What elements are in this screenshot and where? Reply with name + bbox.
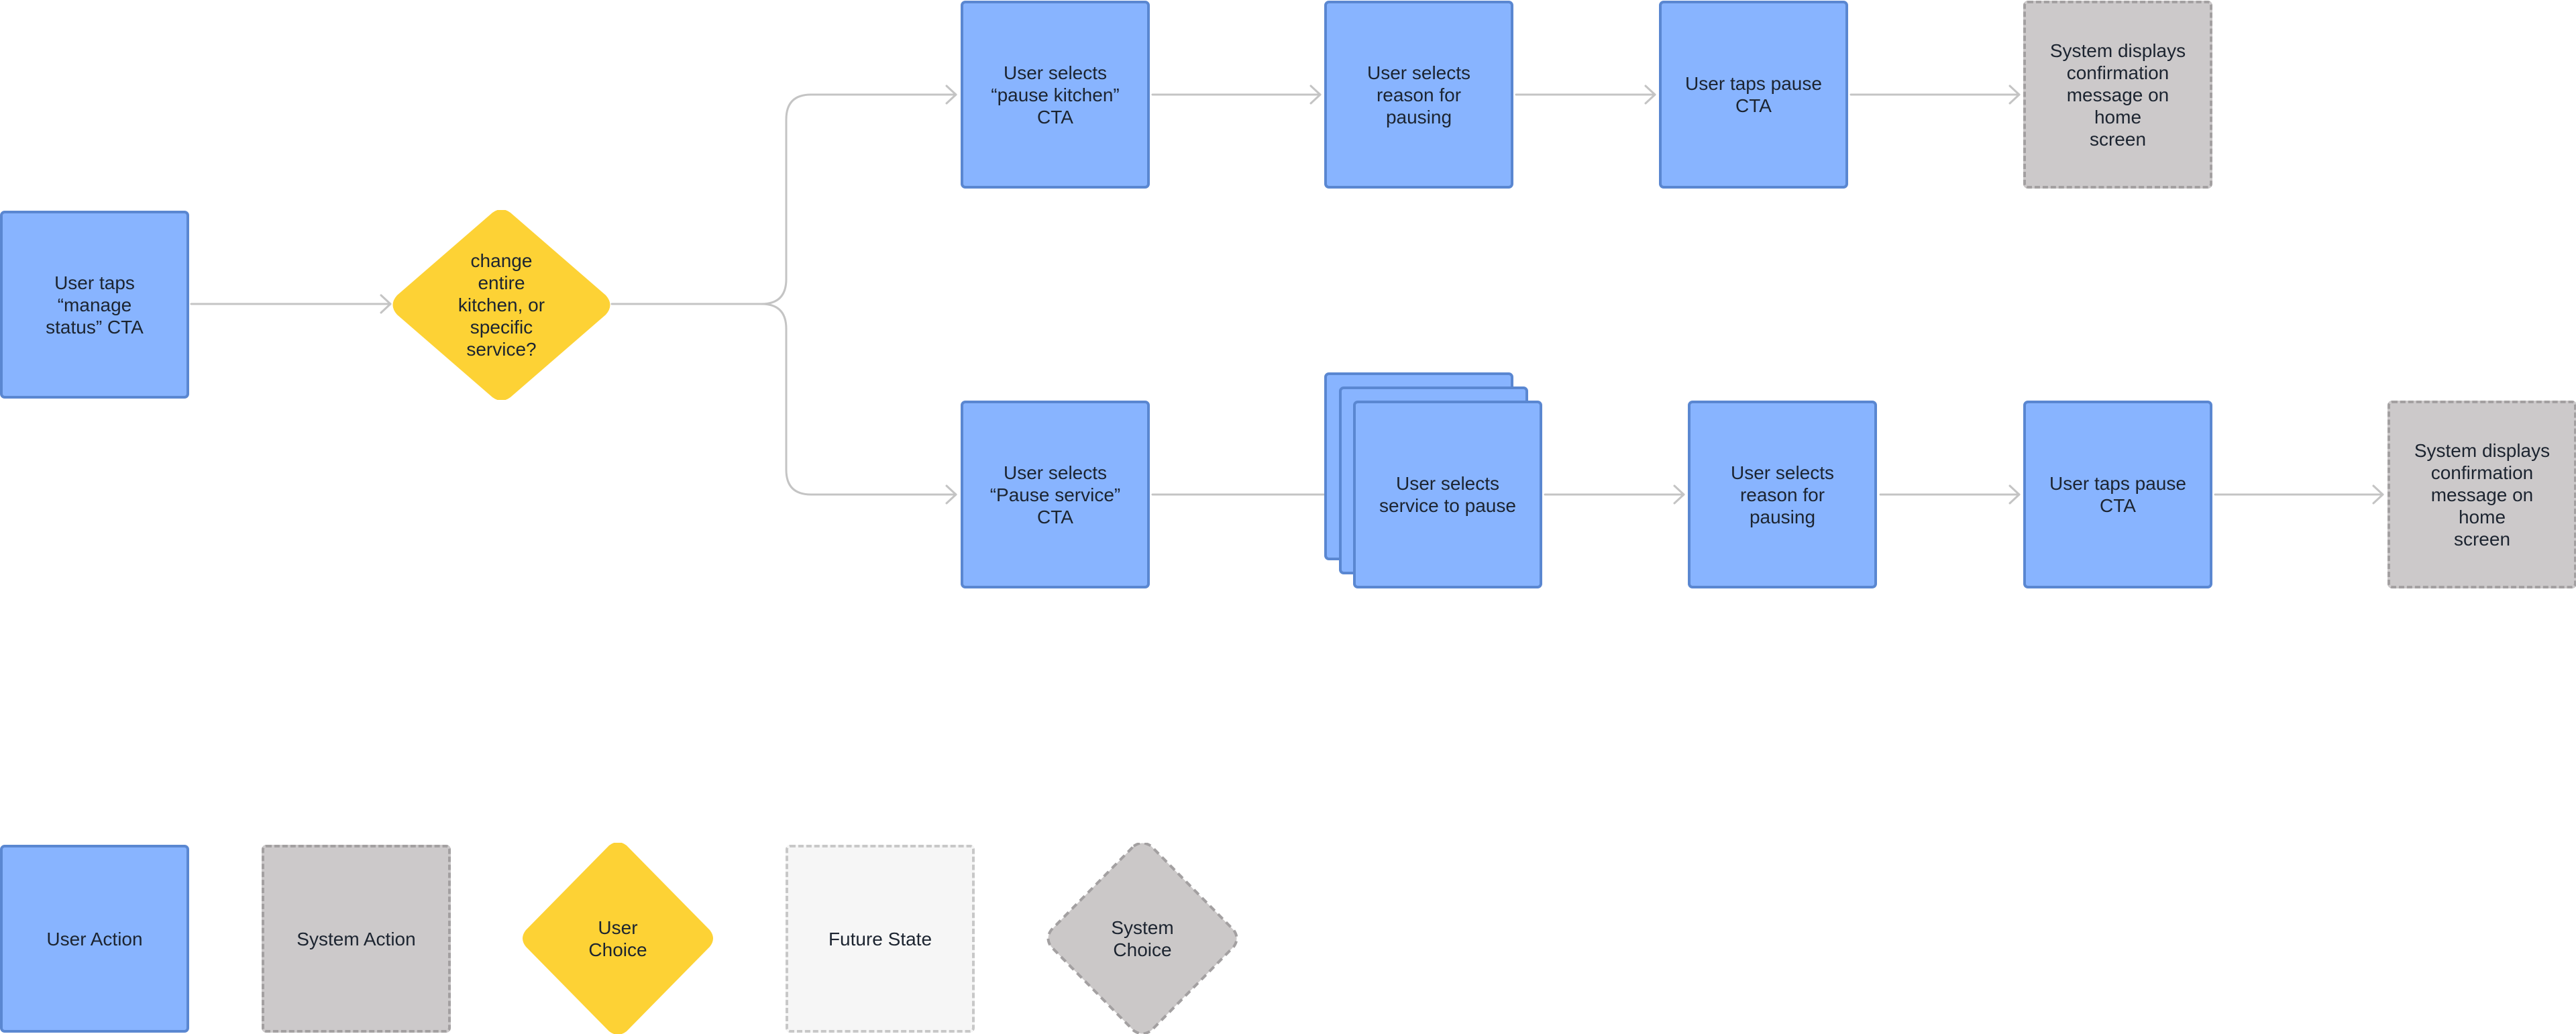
node-service-tap-pause: User taps pause CTA [2023,401,2212,588]
node-label: System displays confirmation message on … [2049,40,2186,150]
node-label: User taps pause CTA [2049,473,2186,516]
legend-label: Future State [828,928,932,949]
node-label: User selects “pause kitchen” CTA [991,62,1120,127]
decision-label: change entire kitchen, or specific servi… [458,250,545,360]
arrowhead [380,294,392,314]
node-label: User selects reason for pausing [1366,62,1471,127]
decision-entire-kitchen-or-service: change entire kitchen, or specific servi… [390,210,612,400]
node-select-pause-service: User selects “Pause service” CTA [961,401,1150,588]
legend-label: User Choice [588,917,647,960]
arrowhead [1644,85,1656,105]
legend-label: System Choice [1111,917,1174,960]
legend-user-action: User Action [0,845,189,1033]
arrowhead [2372,484,2384,505]
node-kitchen-select-reason: User selects reason for pausing [1324,1,1513,189]
node-kitchen-tap-pause: User taps pause CTA [1659,1,1848,189]
legend-user-choice: User Choice [522,843,714,1034]
node-select-pause-kitchen: User selects “pause kitchen” CTA [961,1,1150,189]
connector-split-to-pause-service [760,303,957,496]
node-label: User selects reason for pausing [1730,462,1835,527]
diamond-shape [523,843,713,1034]
node-service-confirmation: System displays confirmation message on … [2387,401,2576,588]
diamond-shape [1046,843,1238,1034]
node-service-select-reason: User selects reason for pausing [1688,401,1877,588]
start-node-manage-status: User taps “manage status” CTA [0,211,189,399]
arrowhead [1673,484,1685,505]
arrowhead [1309,85,1322,105]
node-label: User selects service to pause [1379,473,1516,516]
legend-future-state: Future State [786,845,975,1033]
node-kitchen-confirmation: System displays confirmation message on … [2023,1,2212,189]
node-select-service-to-pause: User selects service to pause [1353,401,1542,588]
node-label: System displays confirmation message on … [2414,440,2551,550]
node-label: User selects “Pause service” CTA [989,462,1121,527]
connector-split-to-pause-kitchen [760,93,957,305]
legend-system-action: System Action [262,845,451,1033]
arrowhead [2008,484,2021,505]
arrowhead [945,484,957,505]
node-label: User taps pause CTA [1685,73,1822,116]
legend-system-choice: System Choice [1046,843,1238,1034]
diamond-shape [392,210,610,400]
legend-label: User Action [46,928,143,949]
node-label: User taps “manage status” CTA [46,272,144,338]
legend-label: System Action [297,928,416,949]
arrowhead [2008,85,2021,105]
arrowhead [945,85,957,105]
